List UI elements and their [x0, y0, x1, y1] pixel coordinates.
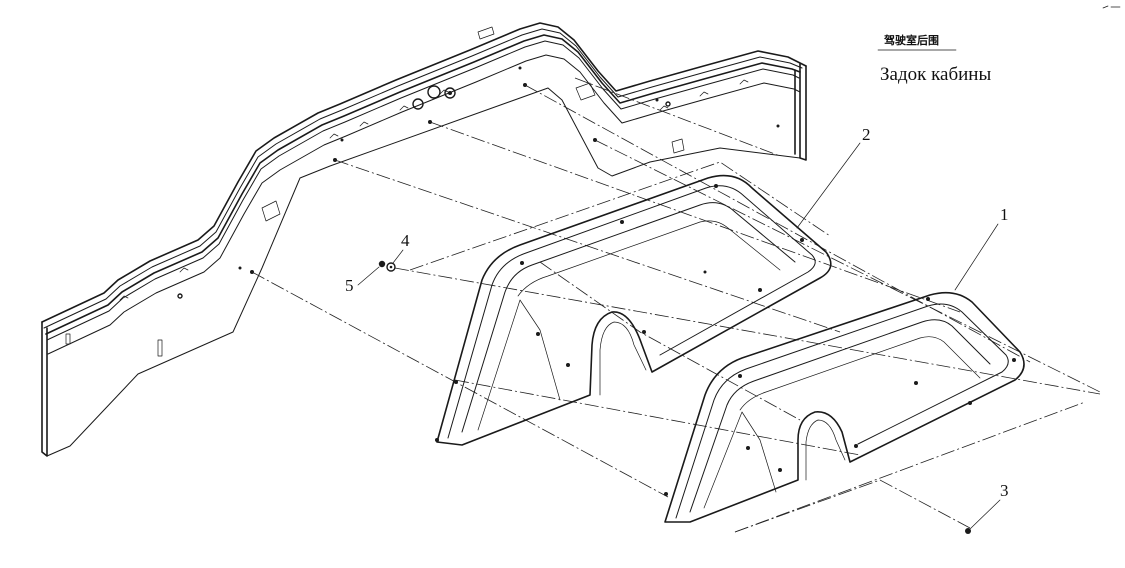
assembly-line: [251, 271, 669, 498]
part-1-inner-line: [689, 319, 991, 513]
callout-leader-4: [392, 249, 404, 264]
part-1-hole: [664, 492, 668, 496]
part-2-holes: [435, 184, 804, 442]
part-1-hole: [914, 381, 918, 385]
assembly-line: [334, 159, 841, 333]
part-2-hole: [714, 184, 718, 188]
part-2-hole: [566, 363, 570, 367]
part-1-hole: [854, 444, 858, 448]
assembly-line: [429, 121, 961, 313]
part-2-hole: [642, 330, 646, 334]
panel-rail-line-2: [43, 28, 803, 329]
assembly-line: [734, 401, 1086, 533]
panel-left-end: [41, 321, 48, 457]
panel-hole-large: [427, 85, 441, 99]
part-1-outline: [664, 291, 1025, 523]
assembly-line: [454, 379, 861, 456]
part-1-holes: [664, 297, 1016, 496]
part-1-hole: [778, 468, 782, 472]
part-1-hole: [968, 401, 972, 405]
panel-hole-center: [448, 91, 452, 95]
bolt-5: [378, 260, 386, 268]
assembly-line: [524, 84, 1031, 363]
callout-leader-1: [954, 223, 999, 291]
mounting-hole: [518, 66, 522, 70]
callout-leader-5: [357, 266, 380, 286]
panel-rail-line-3: [45, 34, 801, 335]
callout-leader-2: [796, 142, 861, 229]
part-2-hole: [435, 438, 439, 442]
corner-mark: [1102, 5, 1121, 9]
part-1-floor-line: [703, 336, 981, 509]
panel-hole-large: [444, 87, 456, 99]
part-2-hole: [758, 288, 762, 292]
part-2-outline: [436, 174, 832, 446]
part-1-arch-edge: [805, 419, 846, 481]
part-2-hole: [703, 270, 707, 274]
rail-tab: [671, 138, 685, 154]
part-2-hole: [520, 261, 524, 265]
part-1-hole: [738, 374, 742, 378]
assembly-line: [539, 261, 801, 421]
rail-tab: [575, 82, 596, 101]
assembly-lines: [251, 77, 1101, 533]
part-2-hole: [800, 238, 804, 242]
washer-4: [386, 262, 396, 272]
part-2-hole: [620, 220, 624, 224]
bolt-3: [965, 528, 971, 534]
assembly-line: [594, 139, 1101, 393]
title-chinese: 驾驶室后围: [883, 33, 939, 47]
part-2-cover: [435, 174, 832, 446]
callouts: 2 1 3 4 5: [345, 125, 1009, 530]
part-1-hole: [926, 297, 930, 301]
rail-tab: [261, 200, 281, 222]
washer-4-center: [389, 265, 393, 269]
fasteners: [378, 260, 971, 534]
callout-4: 4: [401, 231, 410, 250]
panel-hole-large: [412, 98, 424, 110]
mounting-hole: [238, 266, 242, 270]
part-2-floor-line: [477, 220, 781, 431]
part-2-flange-line: [447, 185, 816, 439]
part-2-inner-line: [461, 202, 796, 433]
corner-mark-line: [1102, 5, 1121, 9]
part-1-flange-line: [675, 303, 1009, 519]
mounting-hole: [665, 101, 671, 107]
mounting-hole: [655, 98, 659, 102]
cab-rear-panel: [41, 22, 807, 457]
assembly-line: [574, 77, 781, 157]
part-2-hole: [536, 332, 540, 336]
callout-2: 2: [862, 125, 871, 144]
part-2-hole: [454, 380, 458, 384]
diagram-header: 驾驶室后围 Задок кабины: [877, 33, 991, 85]
callout-3: 3: [1000, 481, 1009, 500]
callout-1: 1: [1000, 205, 1009, 224]
panel-top-rail-edge: [41, 22, 807, 323]
rail-notch-row: [119, 79, 749, 301]
panel-mounting-holes: [177, 66, 780, 299]
panel-right-end: [794, 63, 807, 161]
part-2-arch-edge: [599, 321, 647, 396]
panel-sheet-outline: [46, 87, 801, 457]
part-1-cover: [664, 291, 1025, 523]
mounting-hole: [340, 138, 344, 142]
rail-slot: [157, 339, 163, 357]
callout-leader-3: [969, 499, 1001, 530]
panel-rail-bottom-edge: [47, 54, 801, 355]
rail-slot: [65, 333, 71, 345]
title-russian: Задок кабины: [880, 64, 991, 85]
callout-5: 5: [345, 276, 354, 295]
mounting-hole: [177, 293, 183, 299]
part-1-hole: [1012, 358, 1016, 362]
rail-tab: [477, 26, 495, 40]
mounting-hole: [776, 124, 780, 128]
panel-rail-line-4: [46, 40, 800, 341]
assembly-line: [734, 479, 971, 533]
part-1-hole: [746, 446, 750, 450]
assembly-line: [394, 267, 1101, 395]
